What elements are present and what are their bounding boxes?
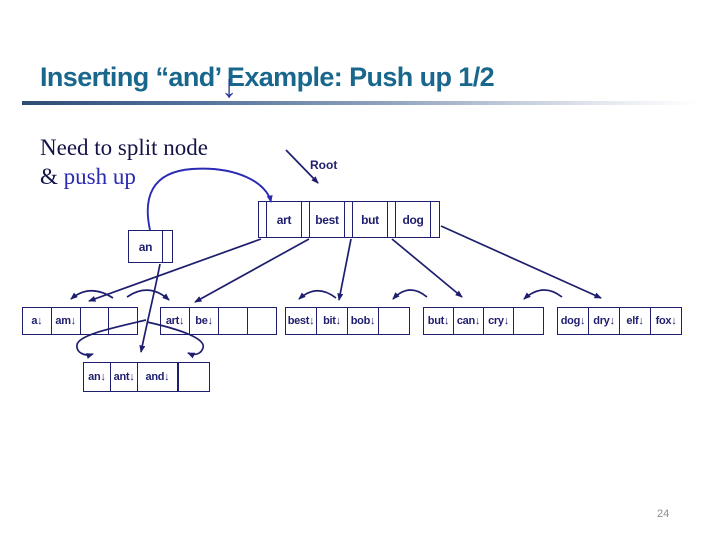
an-node-key: an <box>129 231 163 262</box>
leaf3-cell-2: bit↓ <box>317 308 348 334</box>
leaf4-cell-4 <box>514 308 543 334</box>
root-pointer-1 <box>302 202 310 237</box>
an-node-to-split-node-arrow <box>139 263 161 353</box>
split-node: an↓ ant↓ and↓ <box>83 362 210 392</box>
note-push-up: push up <box>63 163 136 189</box>
leaf-node-4: but↓ can↓ cry↓ <box>423 307 544 335</box>
leaf4-cell-3: cry↓ <box>484 308 514 334</box>
root-pointer-2 <box>345 202 353 237</box>
leaf1-cell-1: a↓ <box>23 308 52 334</box>
leaf-node-5: dog↓ dry↓ elf↓ fox↓ <box>557 307 682 335</box>
root-ptr1-to-leaf2-arrow <box>194 238 310 303</box>
leaf3-cell-3: bob↓ <box>348 308 379 334</box>
leaf1-cell-4 <box>109 308 137 334</box>
an-node-pointer <box>163 231 172 262</box>
leaf3-cell-4 <box>379 308 409 334</box>
page-number: 24 <box>657 508 670 520</box>
sibling-arc-leaf1-leaf2 <box>126 289 170 301</box>
root-ptr0-to-leaf1-arrow <box>88 238 262 302</box>
leaf4-cell-2: can↓ <box>454 308 484 334</box>
root-ptr2-to-leaf3-arrow <box>337 238 352 301</box>
root-ptr4-to-leaf5-arrow <box>440 225 602 299</box>
root-key-art: art <box>267 202 302 237</box>
split-cell-4 <box>179 363 209 391</box>
slide-title: Inserting “and’ Example: Push up 1/2 <box>40 62 495 92</box>
root-node: art best but dog <box>258 201 440 238</box>
note-text: Need to split node & push up <box>40 134 208 192</box>
root-label: Root <box>310 158 338 172</box>
root-key-best: best <box>310 202 345 237</box>
leaf2-cell-1: art↓ <box>161 308 190 334</box>
leaf2-cell-4 <box>248 308 276 334</box>
sibling-arc-leaf2-leaf3 <box>298 289 337 300</box>
note-line1: Need to split node <box>40 135 208 160</box>
root-pointer-3 <box>388 202 396 237</box>
root-key-but: but <box>353 202 388 237</box>
leaf5-cell-4: fox↓ <box>655 315 677 327</box>
leaf-node-2: art↓ be↓ <box>160 307 277 335</box>
root-pointer-0 <box>259 202 267 237</box>
leaf5-cell-3: elf↓ <box>620 308 651 334</box>
leaf-node-1: a↓ am↓ <box>22 307 138 335</box>
leaf1-cell-3 <box>81 308 110 334</box>
leaf-node-3: best↓ bit↓ bob↓ <box>285 307 410 335</box>
split-cell-3: and↓ <box>138 363 179 391</box>
an-node: an <box>128 230 173 263</box>
split-cell-1: an↓ <box>84 363 111 391</box>
root-key-dog: dog <box>396 202 431 237</box>
leaf5-cell-2: dry↓ <box>589 308 620 334</box>
leaf1-cell-2: am↓ <box>52 308 81 334</box>
sibling-arc-leaf4-leaf5 <box>523 289 563 300</box>
title-down-arrow-icon: ↓ <box>221 68 237 104</box>
sibling-arc-leaf1 <box>70 289 114 300</box>
split-cell-2: ant↓ <box>111 363 139 391</box>
sibling-arc-leaf3-leaf4 <box>392 289 428 300</box>
title-rule <box>22 101 700 105</box>
root-ptr3-to-leaf4-arrow <box>391 238 463 298</box>
root-pointer-4 <box>431 202 439 237</box>
note-line2-prefix: & <box>40 163 64 189</box>
leaf5-cell-1: dog↓ <box>558 308 589 334</box>
leaf4-cell-1: but↓ <box>424 308 454 334</box>
leaf3-cell-1: best↓ <box>286 308 317 334</box>
leaf2-cell-3 <box>219 308 248 334</box>
leaf2-cell-2: be↓ <box>190 308 219 334</box>
